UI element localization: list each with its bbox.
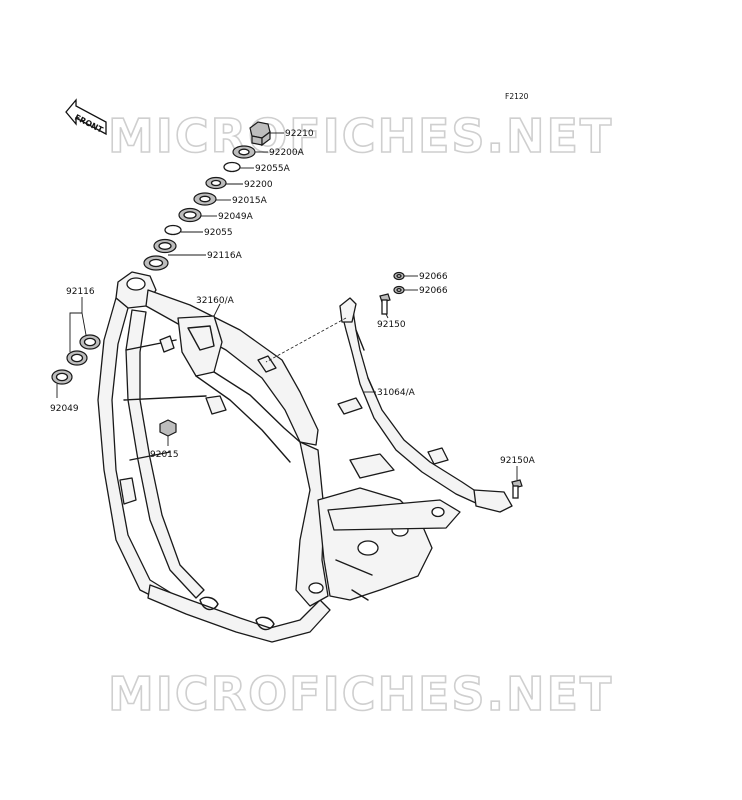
part-92116A-bearing[interactable] <box>143 238 177 271</box>
label-31064A: 31064/A <box>377 388 416 398</box>
label-32160A: 32160/A <box>196 296 235 306</box>
label-92049: 92049 <box>50 404 79 414</box>
label-92200: 92200 <box>244 180 273 190</box>
figure-code: F2120 <box>505 92 529 101</box>
part-92116-bearing[interactable] <box>66 334 101 366</box>
watermark-bottom: MICROFICHES.NET <box>108 667 613 721</box>
part-92200A-washer[interactable] <box>232 145 256 159</box>
label-92210: 92210 <box>285 129 314 139</box>
watermark-top: MICROFICHES.NET <box>108 109 613 163</box>
part-92210-nut[interactable] <box>249 121 271 147</box>
label-92150: 92150 <box>377 320 406 330</box>
part-92015A-nut[interactable] <box>193 192 217 206</box>
label-92015: 92015 <box>150 450 179 460</box>
label-92066-lower: 92066 <box>419 286 448 296</box>
part-92055-oring[interactable] <box>164 224 182 236</box>
part-92150A-bolt[interactable] <box>511 479 523 499</box>
label-92049A: 92049A <box>218 212 254 222</box>
part-92049A-seal[interactable] <box>178 207 202 223</box>
label-92066-upper: 92066 <box>419 272 448 282</box>
label-92150A: 92150A <box>500 456 536 466</box>
front-arrow-icon: FRONT <box>65 98 107 136</box>
part-92049-seal[interactable] <box>51 369 73 385</box>
label-92055A: 92055A <box>255 164 291 174</box>
label-92015A: 92015A <box>232 196 268 206</box>
rear-subframe-31064A[interactable] <box>337 297 513 513</box>
label-92116A: 92116A <box>207 251 243 261</box>
part-92066-nut-upper[interactable] <box>393 271 405 281</box>
part-92066-nut-lower[interactable] <box>393 285 405 295</box>
label-92116: 92116 <box>66 287 95 297</box>
main-frame-32160[interactable] <box>97 271 461 643</box>
label-92200A: 92200A <box>269 148 305 158</box>
label-92055: 92055 <box>204 228 233 238</box>
part-92200-washer[interactable] <box>205 176 227 190</box>
part-92015-nut[interactable] <box>159 419 177 437</box>
part-92055A-oring[interactable] <box>223 161 241 173</box>
part-92150-bolt[interactable] <box>379 293 391 315</box>
